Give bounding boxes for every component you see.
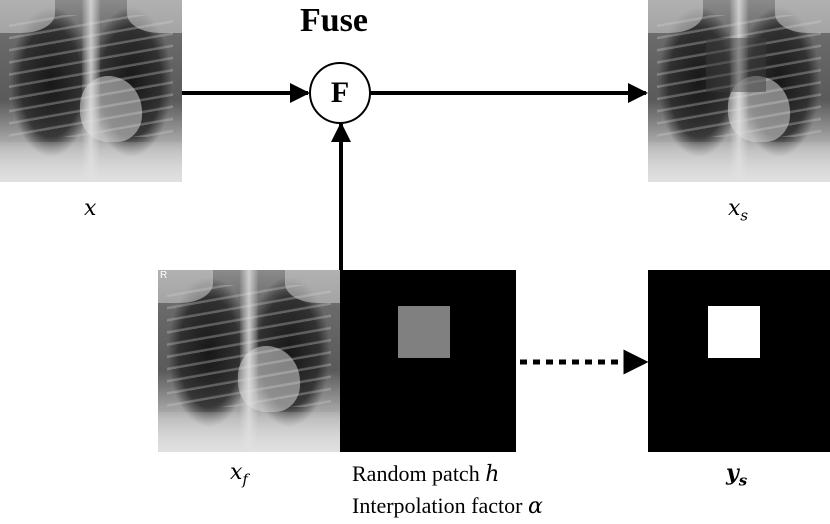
output-mask-ys — [648, 270, 830, 452]
white-patch — [708, 306, 760, 358]
label-x: x — [84, 196, 97, 221]
input-xray-x — [0, 0, 182, 182]
fused-xray-xs — [648, 0, 830, 182]
foreign-xray-xf: R — [158, 270, 340, 452]
label-xf: xf — [230, 460, 248, 489]
label-ys: ys — [726, 460, 748, 490]
random-patch-mask — [340, 270, 516, 452]
fuse-node-circle — [309, 62, 371, 124]
fused-patch-region — [706, 38, 766, 92]
xray-marker-r: R — [160, 270, 168, 281]
gray-patch — [398, 306, 450, 358]
caption-interpolation-factor: Interpolation factor α — [352, 493, 543, 519]
fuse-node-symbol: F — [330, 76, 350, 109]
caption-random-patch: Random patch h — [352, 461, 500, 487]
fuse-title: Fuse — [300, 2, 368, 39]
label-xs: xs — [728, 196, 749, 225]
